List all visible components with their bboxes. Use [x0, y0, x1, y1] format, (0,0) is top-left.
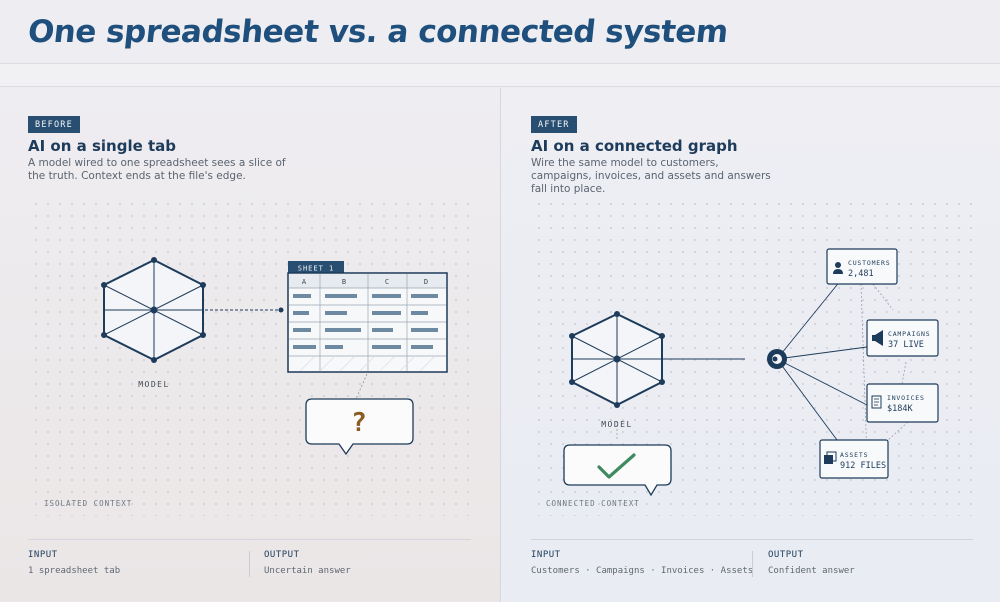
after-output-label: OUTPUT: [768, 550, 804, 560]
after-footer-divider: [531, 539, 973, 540]
cell-placeholder-bars: [293, 294, 438, 349]
before-footer-divider: [28, 539, 471, 540]
connector-endpoint: [278, 307, 284, 313]
customers-node-value: 2,481: [848, 269, 874, 279]
question-bubble: ?: [305, 398, 414, 456]
campaigns-node-name: CAMPAIGNS: [888, 330, 930, 338]
spreadsheet-icon: SHEET 1 A B C D: [287, 261, 448, 373]
after-output: OUTPUT Confident answer: [768, 550, 855, 576]
sheet-bubble-connector: [355, 373, 368, 400]
isolated-context-label: ISOLATED CONTEXT: [44, 499, 133, 508]
before-badge: BEFORE: [28, 116, 80, 133]
before-heading: AI on a single tab: [28, 137, 177, 155]
graph-edges: [776, 279, 868, 441]
column-header-c: C: [385, 278, 389, 286]
before-description: A model wired to one spreadsheet sees a …: [28, 157, 286, 182]
connected-context-label: CONNECTED CONTEXT: [546, 499, 640, 508]
before-input-value: 1 spreadsheet tab: [28, 566, 121, 576]
check-bubble: [563, 444, 672, 497]
page-title: One spreadsheet vs. a connected system: [26, 14, 730, 50]
person-icon: [833, 262, 843, 274]
after-footer-separator: [752, 551, 753, 577]
checkmark-icon: [597, 453, 636, 479]
before-output-value: Uncertain answer: [264, 566, 351, 576]
assets-node-name: ASSETS: [840, 451, 868, 459]
after-output-value: Confident answer: [768, 566, 855, 576]
column-header-b: B: [342, 278, 346, 286]
after-description: Wire the same model to customers, campai…: [531, 157, 771, 195]
megaphone-icon: [872, 330, 883, 346]
after-input-label: INPUT: [531, 550, 561, 560]
invoices-node-name: INVOICES: [887, 394, 925, 402]
before-input: INPUT 1 spreadsheet tab: [28, 550, 120, 576]
campaigns-node-value: 37 LIVE: [888, 340, 924, 350]
after-diagram: MODEL CUSTOMERS 2,481 CAMPAIGNS 37 LIVE: [563, 248, 939, 497]
sheet-tab-label: SHEET 1: [298, 265, 335, 273]
after-input: INPUT Customers · Campaigns · Invoices ·…: [531, 550, 753, 576]
question-mark-icon: ?: [351, 408, 367, 438]
assets-node-value: 912 FILES: [840, 461, 886, 471]
node-campaigns: CAMPAIGNS 37 LIVE: [866, 319, 939, 357]
before-model-label: MODEL: [138, 380, 170, 389]
document-icon: [871, 395, 882, 409]
sheet-tab: [288, 261, 344, 274]
model-hexagon-icon: [569, 311, 665, 408]
node-assets: ASSETS 912 FILES: [819, 439, 889, 479]
before-footer-separator: [249, 551, 250, 577]
before-diagram: MODEL SHEET 1 A B C D: [101, 257, 448, 456]
before-output: OUTPUT Uncertain answer: [264, 550, 351, 576]
column-header-d: D: [424, 278, 428, 286]
after-badge: AFTER: [531, 116, 577, 133]
before-output-label: OUTPUT: [264, 550, 300, 560]
dashed-cross-links: [616, 283, 909, 461]
after-model-label: MODEL: [601, 420, 633, 429]
after-heading: AI on a connected graph: [531, 137, 738, 155]
after-input-value: Customers · Campaigns · Invoices · Asset…: [531, 566, 754, 576]
before-panel: BEFORE AI on a single tab A model wired …: [0, 88, 500, 602]
customers-node-name: CUSTOMERS: [848, 259, 890, 267]
invoices-node-value: $184K: [887, 404, 913, 414]
model-hexagon-icon: [101, 257, 206, 363]
column-header-a: A: [302, 278, 307, 286]
node-invoices: INVOICES $184K: [866, 383, 939, 423]
after-panel: AFTER AI on a connected graph Wire the s…: [500, 88, 1000, 602]
node-customers: CUSTOMERS 2,481: [826, 248, 898, 285]
stacked-files-icon: [824, 451, 837, 464]
title-divider: [0, 63, 1000, 87]
before-input-label: INPUT: [28, 550, 58, 560]
hub-icon: [767, 349, 787, 369]
